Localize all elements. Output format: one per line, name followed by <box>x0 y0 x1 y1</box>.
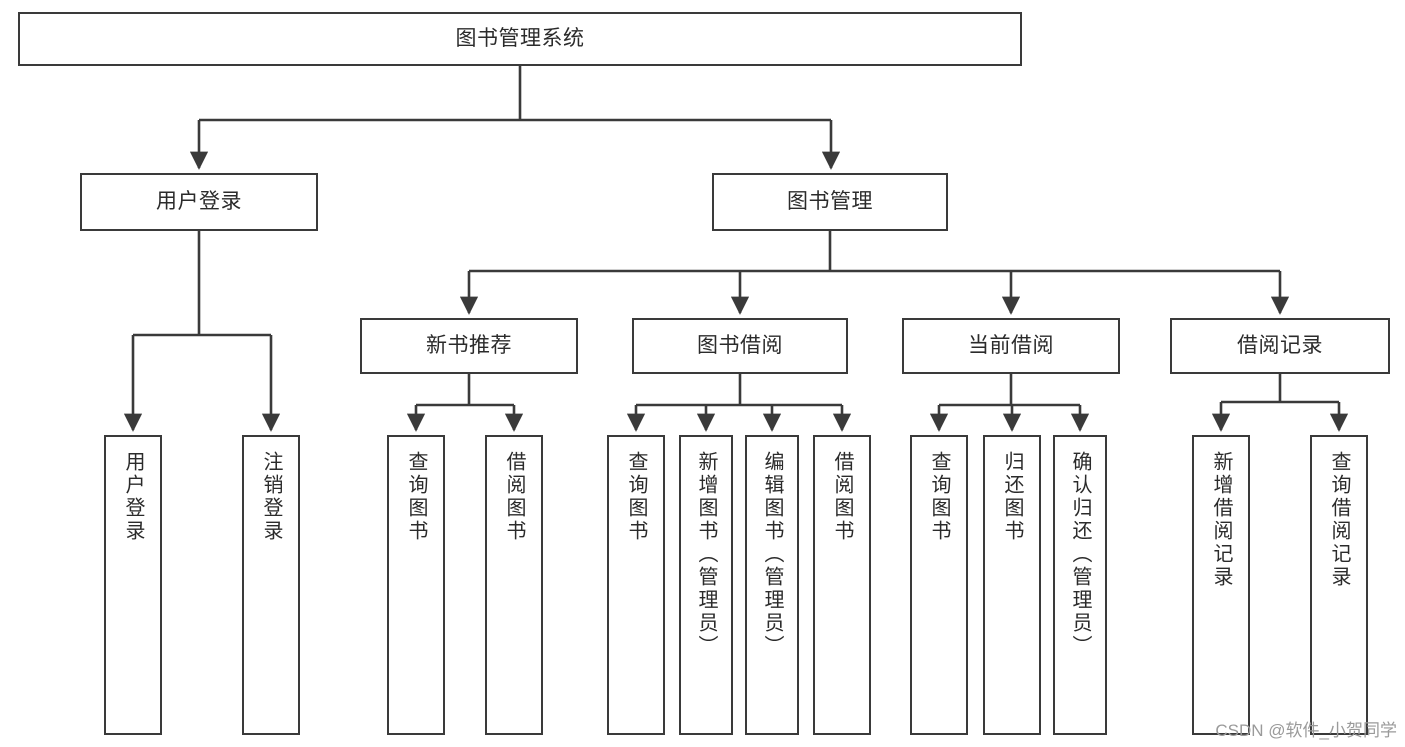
csdn-watermark: CSDN @软件_小贺同学 <box>1215 721 1397 740</box>
node-leaf-borrow-book-1[interactable]: 借阅图书 <box>485 435 543 735</box>
node-leaf-user-login[interactable]: 用户登录 <box>104 435 162 735</box>
node-user-login[interactable]: 用户登录 <box>80 173 318 231</box>
node-leaf-add-record[interactable]: 新增借阅记录 <box>1192 435 1250 735</box>
node-root-label: 图书管理系统 <box>455 27 585 51</box>
node-leaf-borrow-book-2-label: 借阅图书 <box>831 451 853 543</box>
node-leaf-query-book-3[interactable]: 查询图书 <box>910 435 968 735</box>
node-user-login-label: 用户登录 <box>156 190 242 214</box>
node-leaf-edit-book[interactable]: 编辑图书（管理员） <box>745 435 799 735</box>
node-leaf-logout-label: 注销登录 <box>260 451 282 543</box>
node-leaf-confirm-return[interactable]: 确认归还（管理员） <box>1053 435 1107 735</box>
node-book-manage[interactable]: 图书管理 <box>712 173 948 231</box>
node-leaf-return-book[interactable]: 归还图书 <box>983 435 1041 735</box>
node-leaf-edit-book-label: 编辑图书（管理员） <box>761 451 783 658</box>
node-leaf-query-book-2-label: 查询图书 <box>625 451 647 543</box>
node-borrow-record[interactable]: 借阅记录 <box>1170 318 1390 374</box>
node-new-book-rec-label: 新书推荐 <box>426 334 512 358</box>
node-book-manage-label: 图书管理 <box>787 190 873 214</box>
node-leaf-borrow-book-1-label: 借阅图书 <box>503 451 525 543</box>
node-root[interactable]: 图书管理系统 <box>18 12 1022 66</box>
node-new-book-rec[interactable]: 新书推荐 <box>360 318 578 374</box>
node-current-borrow[interactable]: 当前借阅 <box>902 318 1120 374</box>
node-book-borrow-label: 图书借阅 <box>697 334 783 358</box>
node-current-borrow-label: 当前借阅 <box>968 334 1054 358</box>
node-leaf-query-book-3-label: 查询图书 <box>928 451 950 543</box>
node-leaf-query-book-1-label: 查询图书 <box>405 451 427 543</box>
node-leaf-return-book-label: 归还图书 <box>1001 451 1023 543</box>
node-leaf-add-book[interactable]: 新增图书（管理员） <box>679 435 733 735</box>
node-leaf-borrow-book-2[interactable]: 借阅图书 <box>813 435 871 735</box>
node-leaf-add-record-label: 新增借阅记录 <box>1210 451 1232 589</box>
node-leaf-query-book-1[interactable]: 查询图书 <box>387 435 445 735</box>
node-book-borrow[interactable]: 图书借阅 <box>632 318 848 374</box>
node-borrow-record-label: 借阅记录 <box>1237 334 1323 358</box>
node-leaf-confirm-return-label: 确认归还（管理员） <box>1069 451 1091 658</box>
node-leaf-logout[interactable]: 注销登录 <box>242 435 300 735</box>
node-leaf-query-record[interactable]: 查询借阅记录 <box>1310 435 1368 735</box>
node-leaf-user-login-label: 用户登录 <box>122 451 144 543</box>
node-leaf-query-record-label: 查询借阅记录 <box>1328 451 1350 589</box>
node-leaf-query-book-2[interactable]: 查询图书 <box>607 435 665 735</box>
node-leaf-add-book-label: 新增图书（管理员） <box>695 451 717 658</box>
